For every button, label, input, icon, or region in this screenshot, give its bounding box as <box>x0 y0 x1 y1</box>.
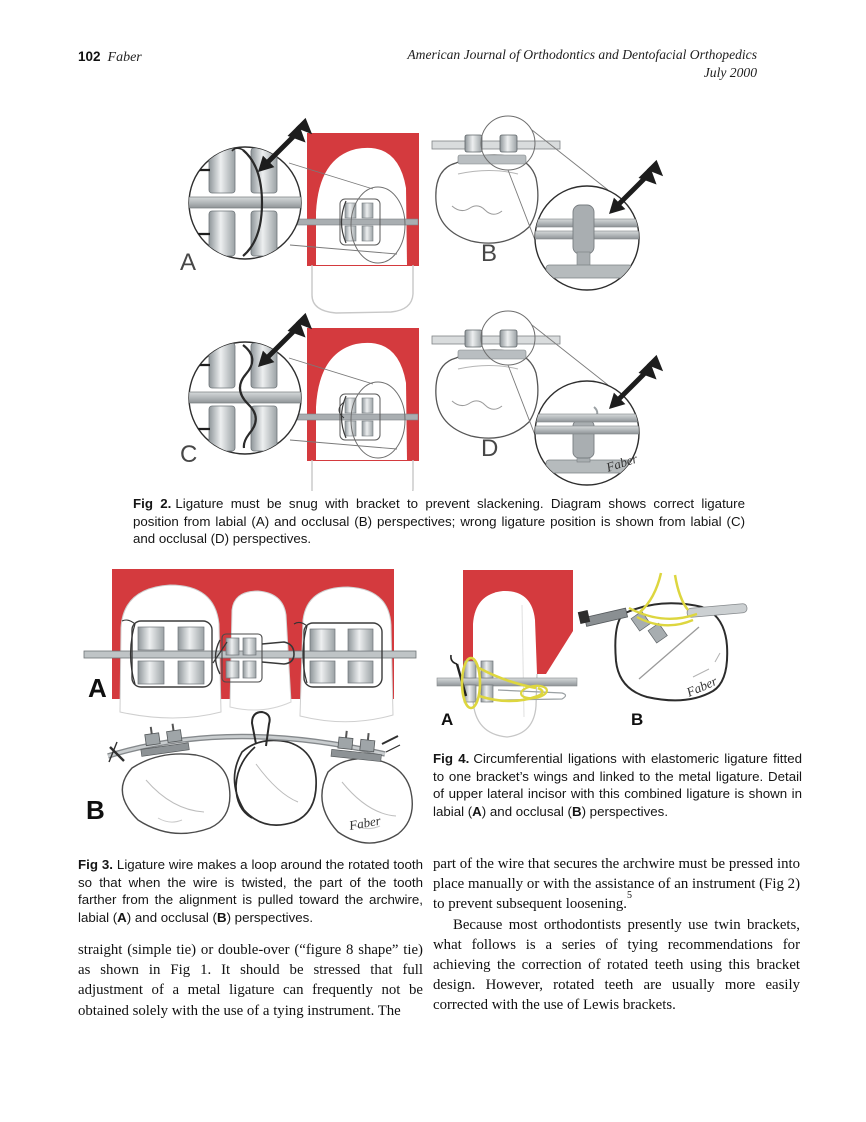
ligature-wrap <box>235 746 256 819</box>
journal-title: American Journal of Orthodontics and Den… <box>407 47 757 62</box>
bracket-pad <box>630 610 651 632</box>
artist-signature: Faber <box>347 813 383 834</box>
fig4-caption: Fig 4.Circumferential ligations with ela… <box>433 751 802 819</box>
bracket-left <box>121 619 213 688</box>
dart-arrow-icon <box>609 355 663 409</box>
tooth-right-occlusal <box>321 757 413 844</box>
fig4-caption-bold-a: A <box>472 803 482 819</box>
header-left: 102 Faber <box>78 48 142 66</box>
fig4-label-a: A <box>441 710 453 729</box>
ligature-twist-loop <box>250 710 271 747</box>
fig3-caption-text: Ligature wire makes a loop around the ro… <box>78 857 423 925</box>
body-right-column: part of the wire that secures the archwi… <box>433 854 800 1016</box>
wire-tie-end <box>577 610 591 624</box>
fig2-label-d: D <box>481 435 498 462</box>
fig2-label-b: B <box>481 240 497 267</box>
body-left-column: straight (simple tie) or double-over (“f… <box>78 940 423 1021</box>
ligature-loose <box>238 344 257 449</box>
tooth-crown <box>316 147 407 265</box>
fig4-panel-b: B Faber <box>577 572 748 729</box>
magnified-ligature-correct <box>535 204 639 279</box>
fig4-caption-text: Circumferential ligations with elastomer… <box>433 751 802 819</box>
archwire-right <box>686 603 748 618</box>
fig2-panel-c: C <box>180 313 419 491</box>
body-paragraph-1: part of the wire that secures the archwi… <box>433 856 800 913</box>
fig2-panel-b: B <box>431 115 663 291</box>
fig3-caption: Fig 3.Ligature wire makes a loop around … <box>78 857 423 925</box>
ligature-loop <box>261 641 295 665</box>
tooth-occlusal-outline <box>435 154 539 244</box>
magnifier-source-circle <box>350 186 406 264</box>
tooth-crown <box>473 590 537 674</box>
fig4-panel-a: A <box>436 570 578 738</box>
tooth-crown <box>316 342 407 460</box>
archwire <box>431 140 561 150</box>
tooth-left-occlusal <box>121 753 231 835</box>
fig3-caption-label: Fig 3. <box>78 857 113 872</box>
tooth-middle-occlusal <box>233 739 317 826</box>
fig2-panel-d: D Faber <box>431 310 663 486</box>
dart-arrow-icon <box>609 160 663 214</box>
body-paragraph-2: Because most orthodontists presently use… <box>433 916 800 1014</box>
figure4-illustration: A B Faber <box>436 570 748 738</box>
figure3-illustration: A <box>83 569 417 844</box>
header-right: American Journal of Orthodontics and Den… <box>407 46 757 82</box>
bracket-pad <box>647 622 668 644</box>
fig3-panel-a: A <box>83 569 417 723</box>
fig4-caption-bold-b: B <box>571 803 582 819</box>
fig3-caption-bold-a: A <box>117 909 127 925</box>
bracket-right <box>293 621 383 688</box>
fig2-label-c: C <box>180 441 197 468</box>
fig3-caption-bold-b: B <box>216 909 227 925</box>
figure2-illustration: A B <box>180 106 720 491</box>
ligature-band <box>572 204 595 255</box>
tooth-middle-rotated <box>229 590 292 711</box>
running-author: Faber <box>107 50 142 65</box>
metal-ligature-loop <box>497 689 567 701</box>
bracket-base <box>457 349 527 360</box>
magnified-ligature-wrong <box>535 406 639 474</box>
archwire <box>436 677 578 687</box>
elastomeric-ligature <box>460 656 549 710</box>
fig2-caption-text: Ligature must be snug with bracket to pr… <box>133 496 745 546</box>
bracket-right <box>330 730 382 762</box>
bracket-middle-with-loop <box>212 633 295 683</box>
bracket <box>338 393 381 441</box>
fig4-caption-label: Fig 4. <box>433 751 470 766</box>
tooth-outline <box>311 460 414 491</box>
bracket-base <box>457 154 527 165</box>
tooth-occlusal-outline <box>435 349 539 439</box>
reference-superscript: 5 <box>626 890 632 902</box>
elastomeric-ligature <box>628 572 698 627</box>
fig2-caption-label: Fig 2. <box>133 496 172 511</box>
bracket-left <box>140 723 190 757</box>
ligature-snug <box>242 149 264 257</box>
fig2-panel-a: A <box>180 118 419 314</box>
fig3-label-a: A <box>88 673 107 703</box>
fig2-label-a: A <box>180 249 196 276</box>
body-paragraph-continuation: straight (simple tie) or double-over (“f… <box>78 942 423 1019</box>
fig3-panel-b: B Faber <box>86 710 413 844</box>
journal-issue-date: July 2000 <box>703 65 757 80</box>
magnifier-source-circle <box>350 381 406 459</box>
fig4-label-b: B <box>631 710 643 729</box>
archwire <box>431 335 561 345</box>
archwire <box>291 218 419 226</box>
fig2-caption: Fig 2.Ligature must be snug with bracket… <box>133 495 745 548</box>
fig3-label-b: B <box>86 795 105 825</box>
tooth-outline <box>311 265 414 314</box>
archwire <box>291 413 419 421</box>
page-number: 102 <box>78 49 101 64</box>
bracket <box>339 198 381 246</box>
